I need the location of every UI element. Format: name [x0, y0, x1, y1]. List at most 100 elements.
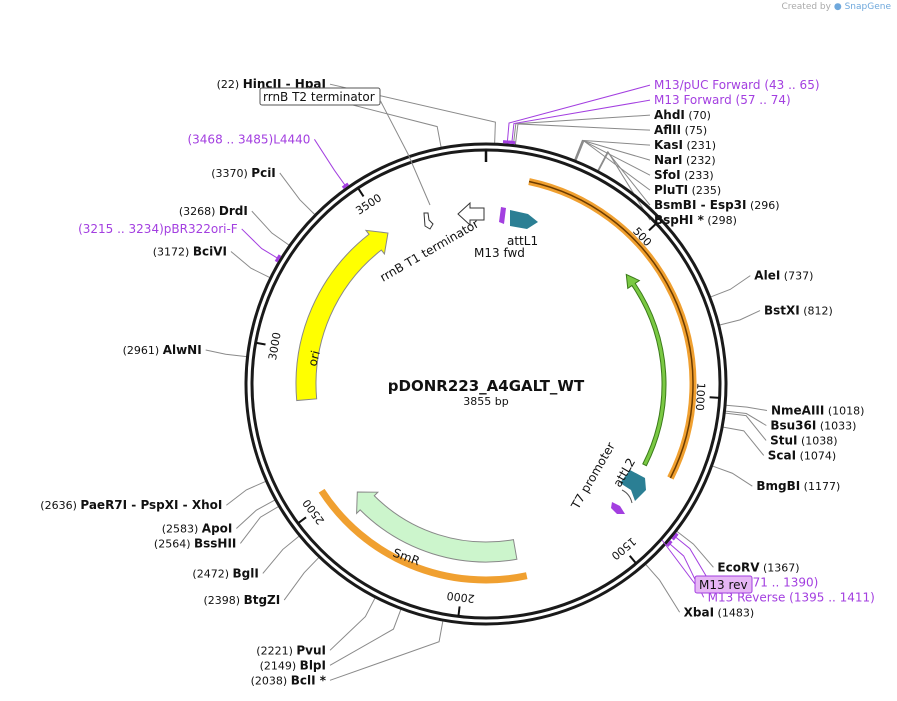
attl1-arrow[interactable] — [510, 210, 538, 229]
site-position: (1177) — [800, 480, 840, 493]
rrnb-t2-mark[interactable] — [423, 212, 434, 230]
primer-range: (43 .. 65) — [761, 78, 820, 92]
primer-label[interactable]: (3468 .. 3485)L4440 — [187, 132, 310, 146]
site-label[interactable]: (2038) BclI * — [251, 673, 327, 687]
site-label[interactable]: XbaI (1483) — [684, 605, 754, 619]
site-label[interactable]: (3268) DrdI — [179, 204, 248, 218]
leader-lines — [205, 83, 768, 681]
site-label[interactable]: NmeAIII (1018) — [771, 403, 864, 417]
site-name: AflII — [654, 123, 681, 137]
site-label[interactable]: NarI (232) — [654, 153, 716, 167]
site-label[interactable]: Bsu36I (1033) — [770, 418, 856, 432]
site-position: (737) — [780, 270, 813, 283]
tick-mark — [648, 222, 657, 232]
site-label[interactable]: KasI (231) — [654, 138, 716, 152]
site-label[interactable]: (2583) ApoI — [162, 521, 233, 535]
site-name: BglI — [232, 566, 258, 580]
site-label[interactable]: AhdI (70) — [654, 108, 711, 122]
site-position: (298) — [704, 214, 737, 227]
smr-orange-outline[interactable] — [318, 488, 528, 584]
tick-label: 3500 — [353, 191, 384, 217]
site-leader — [575, 140, 651, 191]
site-label[interactable]: BstXI (812) — [764, 304, 833, 318]
site-leader — [676, 530, 714, 568]
site-name: XbaI — [684, 605, 714, 619]
site-name: ScaI — [768, 448, 796, 462]
m13-fwd-primer-mark[interactable] — [499, 207, 506, 224]
site-leader — [574, 139, 651, 161]
site-leader — [712, 465, 753, 487]
site-leader — [710, 275, 751, 298]
rrnb-t2-label-box[interactable]: rrnB T2 terminator — [259, 87, 381, 106]
site-position: (1367) — [760, 561, 800, 574]
plasmid-name: pDONR223_A4GALT_WT — [388, 377, 585, 395]
site-label[interactable]: SfoI (233) — [654, 168, 714, 182]
smr-feature-arrow[interactable] — [356, 491, 518, 563]
tick-label: 1500 — [609, 535, 639, 563]
primer-arrow[interactable] — [508, 140, 516, 145]
site-label[interactable]: (2398) BtgZI — [203, 593, 280, 607]
site-position: (3370) — [211, 167, 251, 180]
site-label[interactable]: BmgBI (1177) — [756, 479, 840, 493]
site-label[interactable]: StuI (1038) — [770, 433, 837, 447]
gene-green-arrow[interactable] — [625, 273, 667, 467]
site-label[interactable]: (3370) PciI — [211, 166, 276, 180]
site-name: BsmBI - Esp3I — [654, 198, 746, 212]
site-label[interactable]: BspHI * (298) — [654, 213, 737, 227]
rrnb-t1-arrow[interactable] — [457, 201, 485, 227]
primer-name: M13 Reverse — [708, 590, 786, 604]
ori-feature-arrow[interactable] — [295, 229, 389, 402]
site-label[interactable]: (3172) BciVI — [153, 244, 227, 258]
site-label[interactable]: (2961) AlwNI — [123, 343, 202, 357]
primer-label[interactable]: (3215 .. 3234)pBR322ori-F — [78, 222, 238, 236]
site-leader — [283, 557, 320, 601]
site-label[interactable]: ScaI (1074) — [768, 448, 836, 462]
m13-fwd-label: M13 fwd — [474, 246, 525, 260]
tick-label: 3000 — [266, 331, 284, 361]
primer-label[interactable]: M13 Forward (57 .. 74) — [654, 93, 791, 107]
site-label[interactable]: (2564) BssHII — [154, 536, 236, 550]
primer-arrow[interactable] — [671, 532, 679, 541]
primer-name: M13 Forward — [654, 93, 732, 107]
site-label[interactable]: BsmBI - Esp3I (296) — [654, 198, 780, 212]
site-label[interactable]: (2636) PaeR7I - PspXI - XhoI — [40, 498, 222, 512]
primer-range: (1395 .. 1411) — [785, 590, 875, 604]
site-name: PciI — [251, 166, 276, 180]
site-position: (3268) — [179, 205, 219, 218]
site-name: PvuI — [296, 643, 326, 657]
orf-inner-arc[interactable] — [528, 180, 694, 479]
site-name: NmeAIII — [771, 403, 824, 417]
credit-brand: SnapGene — [844, 2, 891, 12]
primer-arrow[interactable] — [666, 540, 673, 547]
tick-label: 2000 — [446, 589, 475, 605]
feature-arcs[interactable] — [295, 178, 697, 584]
site-position: (1074) — [796, 449, 836, 462]
t7-promoter-mark[interactable] — [621, 489, 633, 504]
primer-arrow[interactable] — [341, 182, 350, 189]
site-label[interactable]: (2221) PvuI — [256, 643, 326, 657]
site-position: (296) — [746, 199, 779, 212]
site-label[interactable]: EcoRV (1367) — [717, 560, 799, 574]
site-label[interactable]: PluTI (235) — [654, 183, 721, 197]
primer-label[interactable]: M13 Reverse (1395 .. 1411) — [708, 590, 875, 604]
site-leader — [262, 535, 300, 574]
tick-mark — [709, 396, 720, 399]
m13-rev-label-box[interactable]: M13 rev — [694, 575, 753, 594]
attl2-arrow[interactable] — [620, 470, 646, 501]
site-label[interactable]: (2149) BlpI — [260, 658, 326, 672]
site-label[interactable]: AleI (737) — [754, 269, 813, 283]
tick-mark — [255, 341, 266, 346]
m13-rev-primer-mark[interactable] — [611, 502, 625, 514]
tick-mark — [297, 516, 307, 525]
site-position: (235) — [688, 184, 721, 197]
site-label[interactable]: AflII (75) — [654, 123, 707, 137]
site-position: (232) — [683, 154, 716, 167]
site-leader — [329, 98, 442, 148]
primer-label[interactable]: M13/pUC Forward (43 .. 65) — [654, 78, 820, 92]
site-leader — [725, 412, 767, 441]
m13-rev-leader — [661, 539, 696, 585]
site-label[interactable]: (2472) BglI — [192, 566, 258, 580]
m13-rev-box — [694, 575, 753, 594]
primer-arrow[interactable] — [274, 254, 282, 263]
